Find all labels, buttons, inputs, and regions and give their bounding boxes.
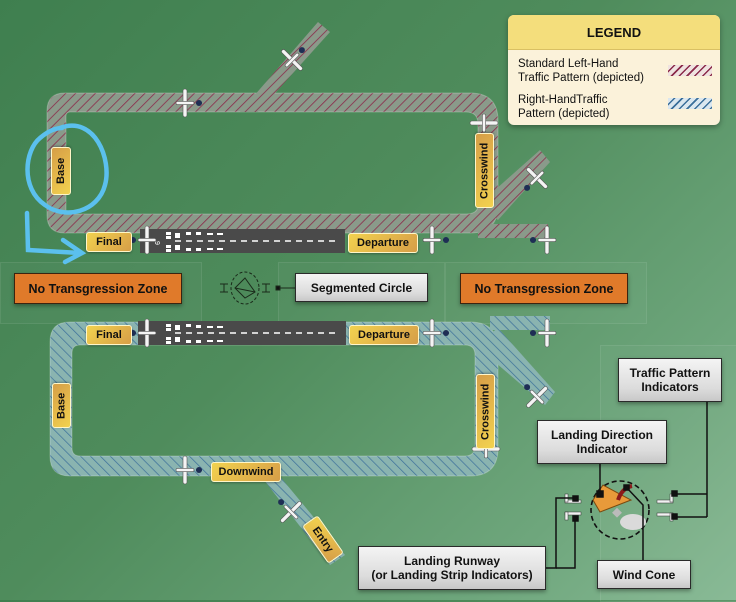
segmented-circle-icon	[220, 271, 295, 305]
callout-text: (or Landing Strip Indicators)	[371, 568, 533, 582]
legend-item-label: Pattern (depicted)	[518, 108, 610, 120]
departure-leg-straight	[478, 224, 548, 238]
left-hand-traffic-pattern	[46, 22, 550, 238]
segmented-circle-detail	[545, 400, 708, 569]
label-departure-bottom: Departure	[349, 325, 419, 345]
label-final-bottom: Final	[86, 325, 132, 345]
label-base-bottom: Base	[52, 383, 71, 428]
entry-leg	[240, 22, 330, 112]
callout-text: Indicators	[641, 380, 699, 394]
legend-swatch-right-hand	[668, 98, 712, 109]
pattern-track	[46, 92, 499, 234]
annotation-circle-arrow	[24, 123, 109, 265]
departure-leg-extension	[475, 328, 555, 405]
label-crosswind-bottom: Crosswind	[476, 374, 495, 449]
callout-connectors	[545, 400, 708, 569]
callout-text: Landing Runway	[404, 554, 500, 568]
label-downwind-bottom: Downwind	[211, 462, 281, 482]
legend-title: LEGEND	[508, 15, 720, 50]
label-final-top: Final	[86, 232, 132, 252]
callout-traffic-pattern-indicators: Traffic Pattern Indicators	[618, 358, 722, 402]
label-base-top: Base	[51, 147, 71, 195]
no-transgression-zone-right: No Transgression Zone	[460, 273, 628, 304]
runway-top: 9	[140, 229, 345, 253]
legend-item-label: Right-HandTraffic	[518, 94, 608, 106]
label-departure-top: Departure	[348, 233, 418, 253]
callout-segmented-circle: Segmented Circle	[295, 273, 428, 302]
legend-swatch-left-hand	[668, 65, 712, 76]
departure-leg-straight	[490, 316, 550, 330]
runway-bottom	[138, 321, 346, 345]
legend: LEGEND Standard Left-Hand Traffic Patter…	[508, 15, 720, 125]
callout-text: Indicator	[576, 442, 628, 456]
label-crosswind-top: Crosswind	[475, 133, 494, 208]
legend-item-right-hand: Right-HandTraffic Pattern (depicted)	[518, 93, 658, 121]
callout-landing-runway: Landing Runway (or Landing Strip Indicat…	[358, 546, 546, 590]
no-transgression-zone-left: No Transgression Zone	[14, 273, 182, 304]
legend-item-left-hand: Standard Left-Hand Traffic Pattern (depi…	[518, 57, 658, 85]
callout-text: Traffic Pattern	[629, 366, 711, 380]
departure-leg-extension	[478, 150, 550, 220]
svg-text:9: 9	[153, 241, 160, 245]
callout-text: Landing Direction	[551, 428, 653, 442]
legend-item-label: Traffic Pattern (depicted)	[518, 72, 644, 84]
callout-landing-direction-indicator: Landing Direction Indicator	[537, 420, 667, 464]
callout-wind-cone: Wind Cone	[597, 560, 691, 589]
legend-item-label: Standard Left-Hand	[518, 58, 619, 70]
